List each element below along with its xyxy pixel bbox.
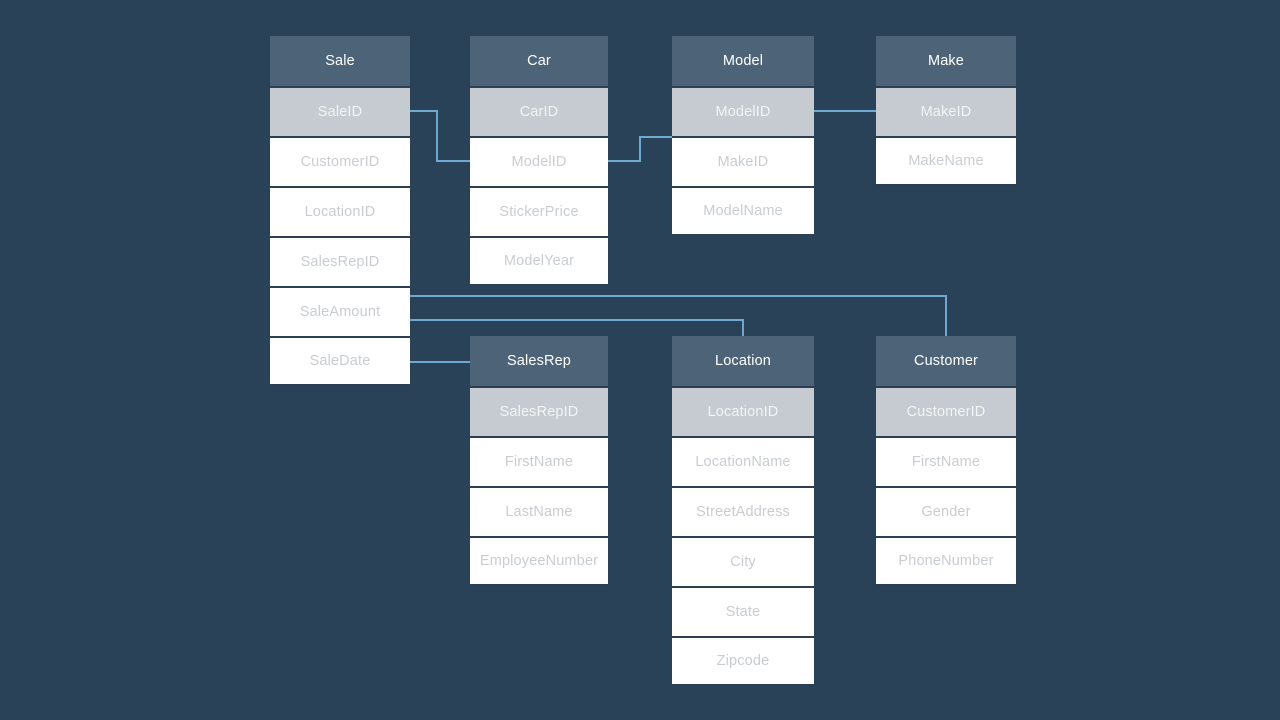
entity-header-location: Location — [672, 336, 814, 386]
primary-key-field-sale-0[interactable]: SaleID — [270, 86, 410, 136]
field-car-2[interactable]: StickerPrice — [470, 186, 608, 236]
entity-header-model: Model — [672, 36, 814, 86]
field-sale-2[interactable]: LocationID — [270, 186, 410, 236]
field-model-1[interactable]: MakeID — [672, 136, 814, 186]
field-sale-3[interactable]: SalesRepID — [270, 236, 410, 286]
entity-header-car: Car — [470, 36, 608, 86]
field-car-1[interactable]: ModelID — [470, 136, 608, 186]
field-customer-3[interactable]: PhoneNumber — [876, 536, 1016, 586]
field-location-1[interactable]: LocationName — [672, 436, 814, 486]
field-sale-1[interactable]: CustomerID — [270, 136, 410, 186]
field-salesrep-3[interactable]: EmployeeNumber — [470, 536, 608, 586]
field-sale-5[interactable]: SaleDate — [270, 336, 410, 386]
field-salesrep-2[interactable]: LastName — [470, 486, 608, 536]
field-salesrep-1[interactable]: FirstName — [470, 436, 608, 486]
field-make-1[interactable]: MakeName — [876, 136, 1016, 186]
primary-key-field-customer-0[interactable]: CustomerID — [876, 386, 1016, 436]
field-location-2[interactable]: StreetAddress — [672, 486, 814, 536]
primary-key-field-salesrep-0[interactable]: SalesRepID — [470, 386, 608, 436]
primary-key-field-location-0[interactable]: LocationID — [672, 386, 814, 436]
field-customer-1[interactable]: FirstName — [876, 436, 1016, 486]
field-location-3[interactable]: City — [672, 536, 814, 586]
field-car-3[interactable]: ModelYear — [470, 236, 608, 286]
connector-car-model — [607, 136, 673, 162]
field-sale-4[interactable]: SaleAmount — [270, 286, 410, 336]
field-model-2[interactable]: ModelName — [672, 186, 814, 236]
entity-header-sale: Sale — [270, 36, 410, 86]
connector-sale-car — [409, 110, 471, 162]
connector-sale-location — [409, 319, 744, 338]
primary-key-field-make-0[interactable]: MakeID — [876, 86, 1016, 136]
connector-sale-customer — [409, 295, 947, 338]
entity-header-customer: Customer — [876, 336, 1016, 386]
entity-header-make: Make — [876, 36, 1016, 86]
field-customer-2[interactable]: Gender — [876, 486, 1016, 536]
primary-key-field-model-0[interactable]: ModelID — [672, 86, 814, 136]
entity-header-salesrep: SalesRep — [470, 336, 608, 386]
field-location-4[interactable]: State — [672, 586, 814, 636]
primary-key-field-car-0[interactable]: CarID — [470, 86, 608, 136]
field-location-5[interactable]: Zipcode — [672, 636, 814, 686]
